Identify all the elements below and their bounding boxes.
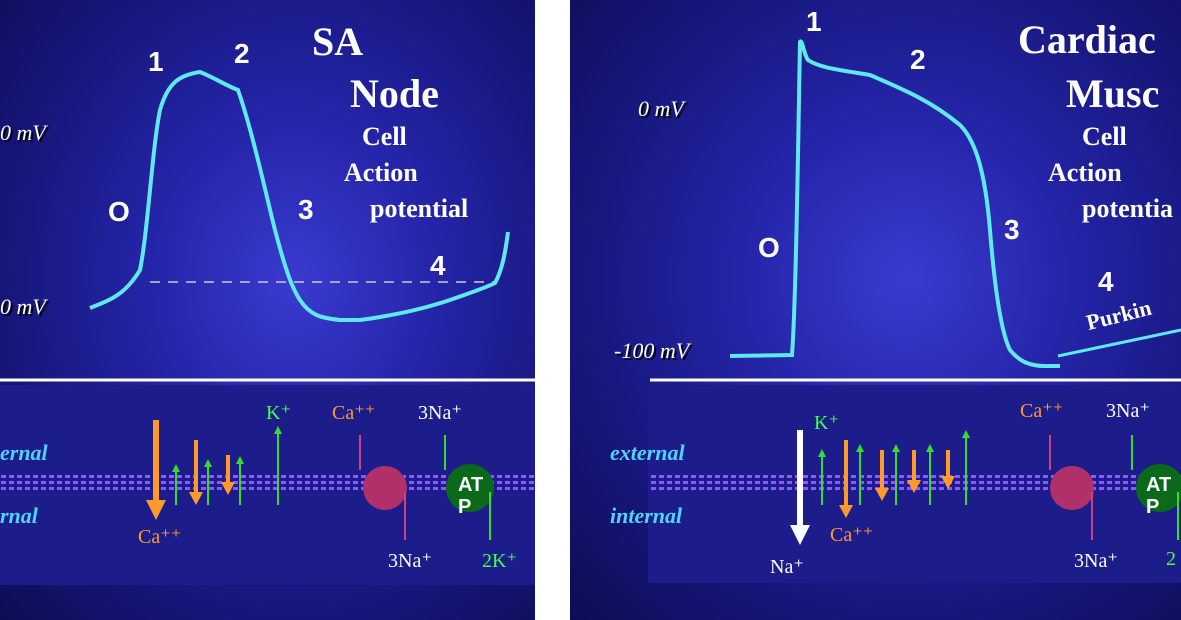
subtitle-line1: Cell: [1082, 122, 1127, 151]
ca-pump-label: Ca⁺⁺: [332, 402, 376, 424]
k-label: K⁺: [266, 402, 291, 424]
k-pump-label: 2: [1166, 548, 1176, 570]
na-inward-arrowhead: [790, 525, 810, 545]
phase-1-label: 1: [806, 6, 822, 37]
external-label: external: [610, 440, 685, 465]
channel-arrows: [172, 426, 282, 505]
sa-action-potential-trace: [89, 69, 510, 322]
atp-label: AT P: [458, 474, 484, 518]
phase-0-label: O: [758, 232, 780, 263]
ca-inward-label: Ca⁺⁺: [830, 524, 874, 546]
internal-label: internal: [610, 503, 683, 528]
ca-pump: [1050, 466, 1094, 510]
channel-arrows: [818, 430, 970, 518]
ca-pump: [363, 466, 407, 510]
phase-0-label: O: [108, 196, 130, 227]
cardiac-graphics: [648, 39, 1181, 583]
subtitle-line1: Cell: [362, 122, 407, 151]
atp-label: AT P: [1146, 474, 1172, 518]
voltage-bottom-label: -100 mV: [614, 338, 690, 363]
internal-label: rnal: [0, 503, 38, 528]
title-line2: Node: [350, 71, 439, 116]
phase-1-label: 1: [148, 46, 164, 77]
phase-2-label: 2: [234, 38, 250, 69]
cardiac-action-potential-trace: [729, 39, 1060, 368]
subtitle-line3: potential: [370, 194, 469, 223]
title-line1: SA: [312, 19, 364, 64]
external-label: ernal: [0, 440, 48, 465]
purkinje-slope-line: [1057, 328, 1181, 358]
na-k-atpase: [1136, 464, 1181, 512]
phase-2-label: 2: [910, 44, 926, 75]
sa-node-graphics: [0, 69, 535, 585]
na-pump-bottom-label: 3Na⁺: [388, 550, 432, 572]
na-pump-bottom-label: 3Na⁺: [1074, 550, 1118, 572]
cardiac-muscle-panel: Cardiac Musc Cell Action potentia O 1 2 …: [570, 0, 1181, 620]
voltage-bottom-label: 0 mV: [0, 294, 46, 319]
subtitle-line2: Action: [344, 158, 418, 187]
phase-4-label: 4: [430, 250, 446, 281]
subtitle-line3: potentia: [1082, 194, 1173, 223]
ca-pump-label: Ca⁺⁺: [1020, 400, 1064, 422]
sa-node-panel: SA Node Cell Action potential O 1 2 3 4 …: [0, 0, 535, 620]
na-pump-top-label: 3Na⁺: [418, 402, 462, 424]
phase-4-label: 4: [1098, 266, 1114, 297]
na-inward-label: Na⁺: [770, 556, 804, 578]
k-label: K⁺: [814, 412, 839, 434]
subtitle-line2: Action: [1048, 158, 1122, 187]
phase-3-label: 3: [1004, 214, 1020, 245]
k-pump-label: 2K⁺: [482, 550, 517, 572]
ca-inward-arrowhead: [146, 500, 166, 520]
title-line2: Musc: [1066, 71, 1160, 116]
title-line1: Cardiac: [1018, 17, 1156, 62]
na-pump-top-label: 3Na⁺: [1106, 400, 1150, 422]
ca-inward-label: Ca⁺⁺: [138, 526, 182, 548]
phase-3-label: 3: [298, 194, 314, 225]
na-k-atpase: [446, 464, 494, 512]
voltage-top-label: 0 mV: [638, 96, 684, 121]
voltage-top-label: 0 mV: [0, 120, 46, 145]
